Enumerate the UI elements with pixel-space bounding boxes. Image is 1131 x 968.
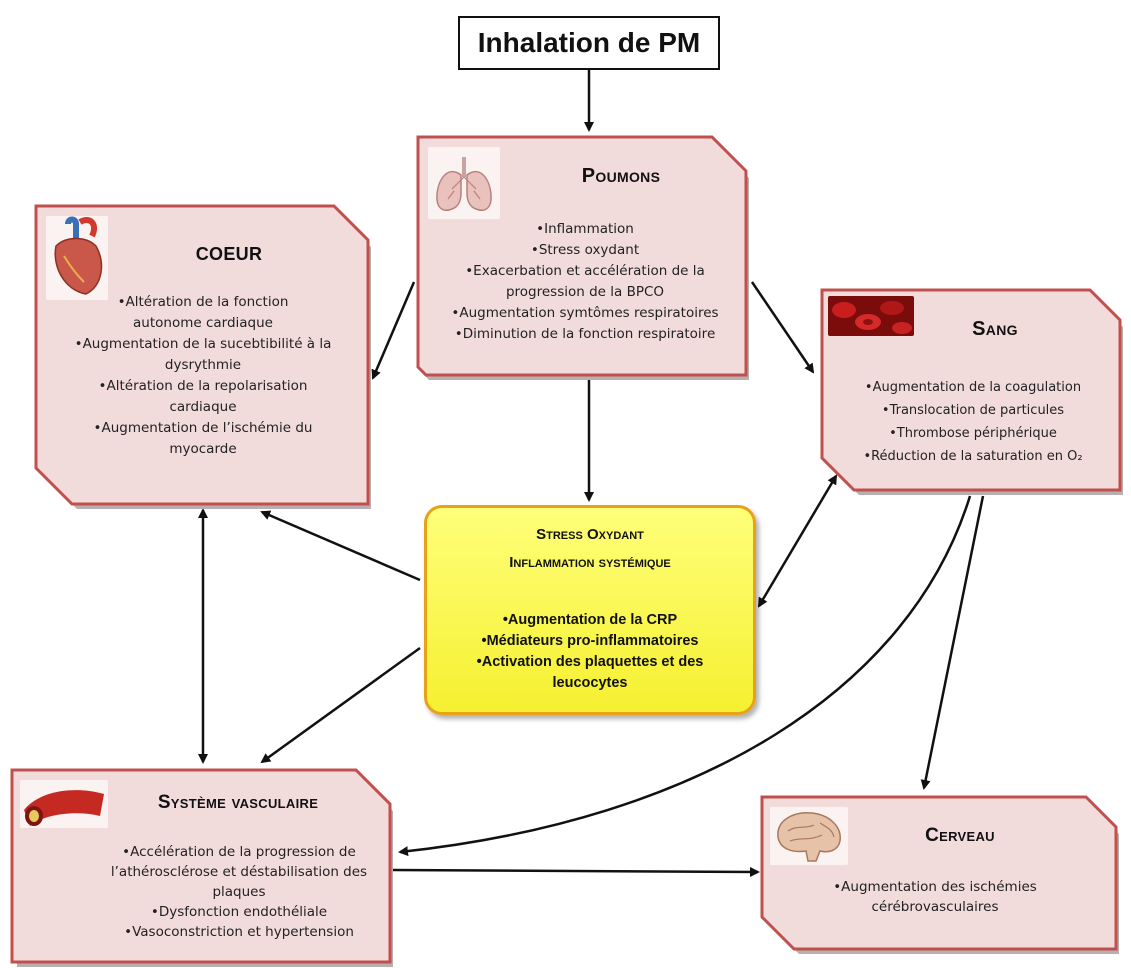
poumons-bullets: •Inflammation •Stress oxydant •Exacerbat… [430,219,740,345]
arrow-poumons-to-sang [750,281,815,374]
poumons-bullet: •Exacerbation et accélération de la prog… [465,263,705,300]
coeur-bullet: •Augmentation de l’ischémie du myocarde [93,420,313,457]
sang-box: Sang •Augmentation de la coagulation •Tr… [820,288,1124,496]
central-bullets: •Augmentation de la CRP •Médiateurs pro-… [437,610,743,694]
blood-vessel-icon [20,780,108,828]
arrow-central-to-vasculaire [260,646,421,764]
coeur-title: COEUR [195,244,263,264]
inhalation-label: Inhalation de PM [477,27,701,58]
cerveau-title: Cerveau [925,825,995,846]
arrow-central-to-coeur [260,510,421,582]
central-box: Stress Oxydant Inflammation systémique •… [424,505,756,715]
vasculaire-title: Système vasculaire [157,792,319,813]
vasculaire-bullets: •Accélération de la progression de l’ath… [94,842,384,942]
cerveau-bullets: •Augmentation des ischémies cérébrovascu… [810,877,1060,917]
coeur-bullet: •Altération de la repolarisation cardiaq… [98,378,308,415]
lungs-icon [428,147,500,219]
poumons-bullet: •Stress oxydant [530,242,640,258]
sang-box-shape [820,288,1123,495]
arrow-vasculaire-to-cerveau [391,866,760,877]
central-bullet: •Augmentation de la CRP [502,612,678,628]
cerveau-box: Cerveau •Augmentation des ischémies céré… [760,795,1120,955]
cerveau-bullet: •Augmentation des ischémies cérébrovascu… [833,879,1037,915]
arrow-poumons-to-coeur [371,281,416,380]
coeur-bullets: •Altération de la fonction autonome card… [58,292,348,460]
poumons-bullet: •Inflammation [536,221,634,237]
vasculaire-bullet: •Dysfonction endothéliale [150,904,328,920]
cerveau-box-shape [760,795,1119,954]
poumons-bullet: •Diminution de la fonction respiratoire [454,326,716,342]
coeur-bullet: •Augmentation de la sucebtibilité à la d… [74,336,332,373]
inhalation-box: Inhalation de PM [458,16,720,70]
poumons-bullet: •Augmentation symtômes respiratoires [451,305,719,321]
sang-bullet: •Translocation de particules [881,403,1065,418]
coeur-bullet: •Altération de la fonction autonome card… [117,294,289,331]
poumons-box-shape [416,135,749,380]
vasculaire-box-shape [10,768,393,967]
poumons-box: Poumons •Inflammation •Stress oxydant •E… [416,135,750,380]
arrow-sang-to-cerveau [920,495,985,790]
central-bullet: •Médiateurs pro-inflammatoires [481,633,699,649]
central-bullet: •Activation des plaquettes et des leucoc… [476,654,704,691]
sang-bullets: •Augmentation de la coagulation •Translo… [834,376,1112,468]
poumons-title: Poumons [581,165,661,187]
vasculaire-box: Système vasculaire •Accélération de la p… [10,768,394,967]
central-title-line1: Stress Oxydant [536,526,644,543]
sang-bullet: •Augmentation de la coagulation [864,380,1082,395]
central-title-line2: Inflammation systémique [509,554,671,571]
brain-icon [770,807,848,865]
heart-icon [46,216,108,300]
sang-bullet: •Réduction de la saturation en O₂ [863,449,1083,464]
vasculaire-bullet: •Vasoconstriction et hypertension [124,924,354,940]
coeur-box: COEUR •Altération de la fonction autonom… [34,204,372,510]
sang-bullet: •Thrombose périphérique [889,426,1057,441]
vasculaire-bullet: •Accélération de la progression de l’ath… [110,844,368,900]
coeur-box-shape [34,204,371,509]
sang-title: Sang [972,318,1018,340]
blood-cells-icon [828,296,914,336]
